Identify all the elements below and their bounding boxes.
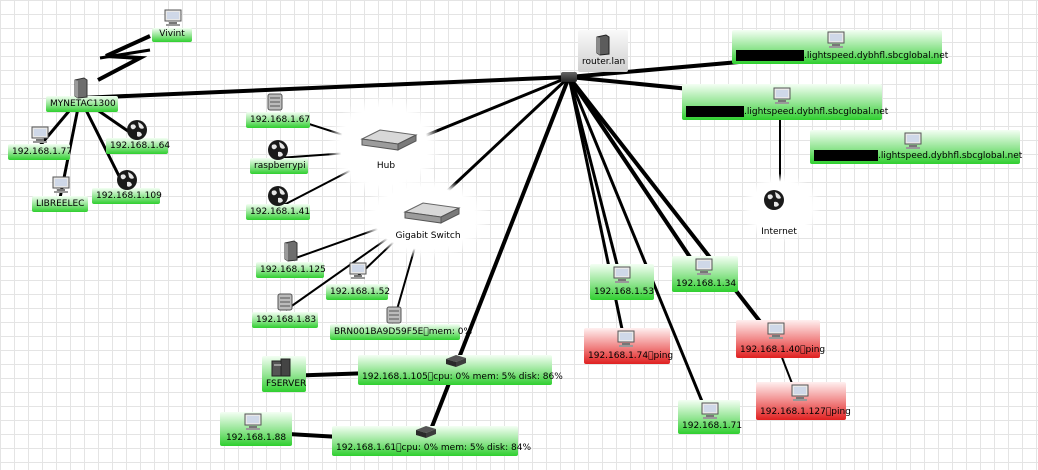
folder-server-icon: [270, 357, 292, 383]
globe-icon: [266, 138, 290, 166]
monitor-icon: [694, 258, 714, 280]
node-label: LIBREELEC: [36, 199, 85, 209]
node-label: .lightspeed.dybhfl.sbcglobal.net: [810, 148, 1023, 164]
tower-icon: [72, 77, 90, 103]
node-label: MYNETAC1300: [50, 99, 116, 109]
globe-icon: [125, 118, 149, 146]
router-port-icon: [561, 72, 577, 82]
redacted-hostname: [814, 150, 878, 161]
node-status-box: [252, 312, 318, 328]
globe-icon: [762, 188, 786, 216]
switch-icon: [403, 200, 461, 230]
node-label: 192.168.1.74 ping: [588, 351, 674, 361]
redacted-hostname: [686, 106, 744, 117]
link-router-mynetac1300: [79, 75, 570, 100]
wireless-link-bolt: [99, 48, 151, 60]
tower-icon: [282, 240, 300, 266]
monitor-icon: [766, 322, 786, 344]
node-label: 192.168.1.41: [250, 207, 311, 217]
switch-icon: [360, 127, 418, 157]
monitor-icon: [790, 384, 810, 406]
globe-icon: [115, 168, 139, 196]
monitor-icon: [616, 330, 636, 352]
node-status-box: [32, 196, 88, 212]
node-label: 192.168.1.105 cpu: 0% mem: 5% disk: 86%: [362, 372, 563, 382]
node-label: raspberrypi: [254, 161, 306, 171]
node-label-text: .lightspeed.dybhfl.sbcglobal.net: [804, 51, 949, 61]
node-label: 192.168.1.52: [330, 287, 391, 297]
node-label: Hub: [376, 161, 396, 171]
node-label: Internet: [761, 227, 797, 237]
node-label-text: .lightspeed.dybhfl.sbcglobal.net: [878, 151, 1023, 161]
router-icon: [593, 33, 613, 61]
monitor-icon: [700, 402, 720, 424]
link-router-n_61: [424, 76, 571, 443]
link-router-n_171: [567, 76, 710, 417]
wireless-link: [97, 34, 151, 82]
server-icon: [276, 292, 294, 316]
server-icon: [266, 92, 284, 116]
server-icon: [385, 305, 403, 329]
node-label: 192.168.1.67: [250, 115, 311, 125]
node-label: 192.168.1.125: [260, 265, 326, 275]
node-label: 192.168.1.34: [676, 279, 737, 289]
node-label: 192.168.1.40 ping: [740, 345, 826, 355]
redacted-hostname: [736, 50, 804, 61]
node-label: 192.168.1.127 ping: [760, 407, 851, 417]
node-label: .lightspeed.dybhfl.sbcglobal.net: [732, 48, 948, 64]
monitor-icon: [163, 9, 183, 31]
node-status-box: [246, 112, 310, 128]
monitor-icon: [243, 413, 263, 435]
node-status-box: [106, 138, 168, 154]
nas-icon: [444, 353, 468, 373]
monitor-icon: [612, 266, 632, 288]
node-status-box: [256, 262, 324, 278]
node-label: 192.168.1.88: [225, 433, 287, 443]
node-status-box: [92, 188, 160, 204]
globe-icon: [266, 184, 290, 212]
monitor-icon: [826, 31, 846, 53]
node-label: 192.168.1.53: [594, 287, 655, 297]
node-label-text: .lightspeed.dybhfl.sbcglobal.net: [744, 107, 889, 117]
link-mynetac1300-n_109: [78, 97, 128, 191]
monitor-icon: [772, 87, 792, 109]
link-router-n_140: [567, 75, 778, 344]
node-label: Gigabit Switch: [395, 231, 461, 241]
node-status-box: [46, 96, 118, 112]
node-label: Vivint: [159, 29, 185, 39]
node-label: FSERVER: [266, 379, 307, 389]
node-label: 192.168.1.71: [682, 421, 743, 431]
node-status-box: [246, 204, 310, 220]
node-label: 192.168.1.77: [12, 147, 73, 157]
node-status-box: [152, 28, 192, 42]
monitor-icon: [903, 132, 923, 154]
link-router-n_134: [567, 75, 706, 280]
node-status-box: [326, 284, 388, 300]
monitor-icon: [51, 176, 71, 198]
node-label: 192.168.1.109: [96, 191, 162, 201]
node-label: 192.168.1.83: [256, 315, 317, 325]
link-router-n_153: [567, 76, 624, 285]
node-label: BRN001BA9D59F5E mem: 0%: [334, 327, 473, 337]
link-router-n_174: [567, 76, 628, 349]
node-status-box: [250, 158, 308, 174]
node-label: 192.168.1.64: [110, 141, 171, 151]
nas-icon: [414, 424, 438, 444]
node-label: router.lan: [582, 57, 626, 67]
node-label: 192.168.1.61 cpu: 0% mem: 5% disk: 84%: [336, 443, 532, 453]
monitor-icon: [348, 262, 368, 284]
cloud-background: [742, 174, 820, 242]
node-status-box: [8, 144, 70, 160]
monitor-icon: [30, 126, 50, 148]
node-status-box: [330, 324, 460, 340]
node-label: .lightspeed.dybhfl.sbcglobal.net: [682, 104, 888, 120]
